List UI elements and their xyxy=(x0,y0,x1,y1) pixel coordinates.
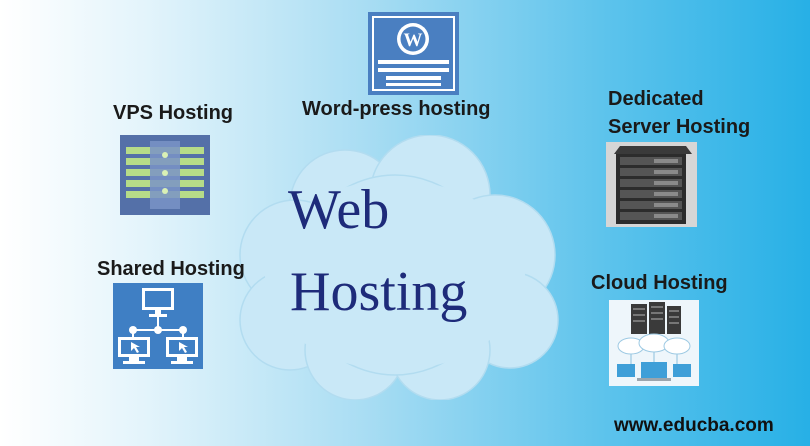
center-title-line2: Hosting xyxy=(290,261,468,323)
footer-website-url: www.educba.com xyxy=(614,415,774,436)
network-computers-icon xyxy=(113,283,203,369)
server-rack-icon xyxy=(606,142,697,227)
dedicated-label-line2: Server Hosting xyxy=(608,116,751,138)
wordpress-icon: W xyxy=(368,12,459,95)
dedicated-label-line1: Dedicated xyxy=(608,88,704,110)
cloud-servers-icon xyxy=(609,300,699,386)
cloud-hosting-label: Cloud Hosting xyxy=(591,272,728,294)
vps-server-icon xyxy=(120,135,210,215)
wordpress-hosting-label: Word-press hosting xyxy=(302,98,491,120)
central-cloud-shape xyxy=(239,135,559,400)
shared-hosting-label: Shared Hosting xyxy=(97,258,245,280)
center-title-line1: Web xyxy=(288,179,390,241)
svg-text:W: W xyxy=(404,30,423,51)
vps-hosting-label: VPS Hosting xyxy=(113,102,234,124)
